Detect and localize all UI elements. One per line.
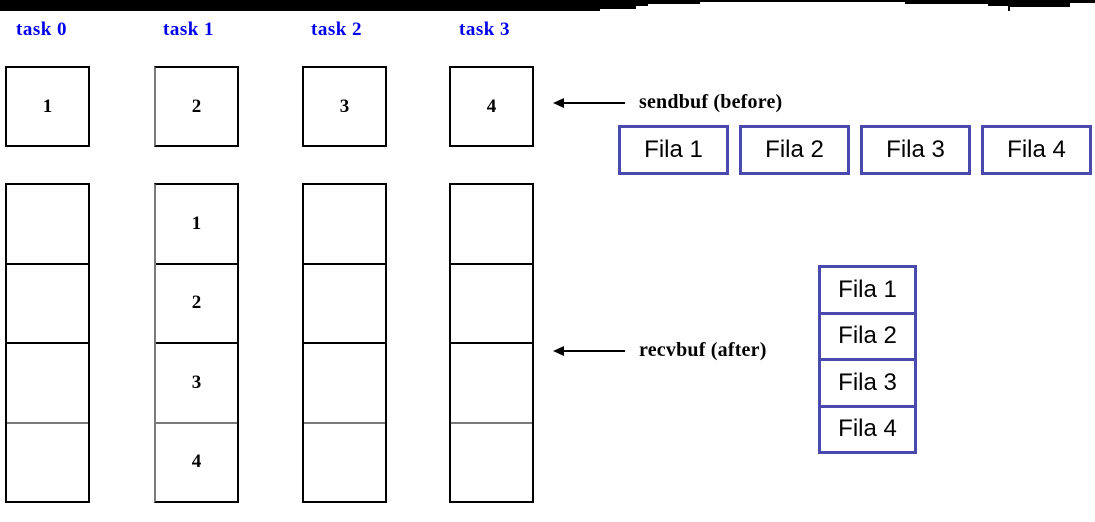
fila-stack-cell: Fila 1 bbox=[821, 268, 914, 315]
recv-cell bbox=[304, 424, 385, 502]
top-band-notch-d bbox=[1010, 7, 1070, 12]
recv-column-task3 bbox=[449, 183, 534, 503]
recv-cell: 2 bbox=[156, 265, 237, 344]
send-cell-task3: 4 bbox=[449, 66, 534, 147]
recv-cell bbox=[7, 424, 88, 502]
fila-stack-cell: Fila 3 bbox=[821, 361, 914, 408]
recv-cell bbox=[451, 265, 532, 344]
recv-column-task0 bbox=[5, 183, 90, 503]
fila-row-box-1: Fila 1 bbox=[618, 125, 729, 175]
task-label-0: task 0 bbox=[16, 19, 68, 40]
fila-stack-cell: Fila 4 bbox=[838, 415, 897, 443]
recv-column-task2 bbox=[302, 183, 387, 503]
recvbuf-label: recvbuf (after) bbox=[639, 339, 767, 361]
task-label-2: task 2 bbox=[311, 19, 363, 40]
fila-row-box-3: Fila 3 bbox=[860, 125, 971, 175]
recv-cell bbox=[304, 185, 385, 265]
recv-cell bbox=[304, 344, 385, 424]
sendbuf-label: sendbuf (before) bbox=[639, 91, 783, 113]
recv-cell bbox=[7, 344, 88, 424]
recv-cell: 4 bbox=[191, 451, 202, 473]
top-black-band bbox=[0, 0, 1095, 12]
send-cell-task2: 3 bbox=[302, 66, 387, 147]
sendbuf-annotation: sendbuf (before) bbox=[553, 91, 782, 114]
fila-stack: Fila 1 Fila 2 Fila 3 Fila 4 bbox=[818, 265, 917, 454]
recvbuf-annotation: recvbuf (after) bbox=[553, 339, 767, 362]
left-arrow-icon bbox=[553, 97, 625, 109]
left-arrow-icon bbox=[553, 345, 625, 357]
send-cell-task0: 1 bbox=[5, 66, 90, 147]
fila-row-box-4: Fila 4 bbox=[981, 125, 1092, 175]
top-band-notch-c bbox=[700, 2, 905, 12]
recv-cell bbox=[451, 344, 532, 424]
recv-column-task1: 1 2 3 4 bbox=[154, 183, 239, 503]
task-label-1: task 1 bbox=[163, 19, 215, 40]
recv-cell bbox=[451, 424, 532, 502]
fila-stack-cell: Fila 2 bbox=[821, 315, 914, 361]
fila-row-box-2: Fila 2 bbox=[739, 125, 850, 175]
recv-cell bbox=[451, 185, 532, 265]
recv-cell bbox=[7, 185, 88, 265]
top-band-notch-e bbox=[1070, 3, 1095, 12]
top-band-notch-f bbox=[600, 9, 660, 12]
recv-cell bbox=[304, 265, 385, 344]
recv-cell bbox=[7, 265, 88, 344]
task-label-3: task 3 bbox=[459, 19, 511, 40]
recv-cell: 1 bbox=[156, 185, 237, 265]
send-cell-task1: 2 bbox=[154, 66, 239, 147]
recv-cell: 3 bbox=[156, 344, 237, 424]
